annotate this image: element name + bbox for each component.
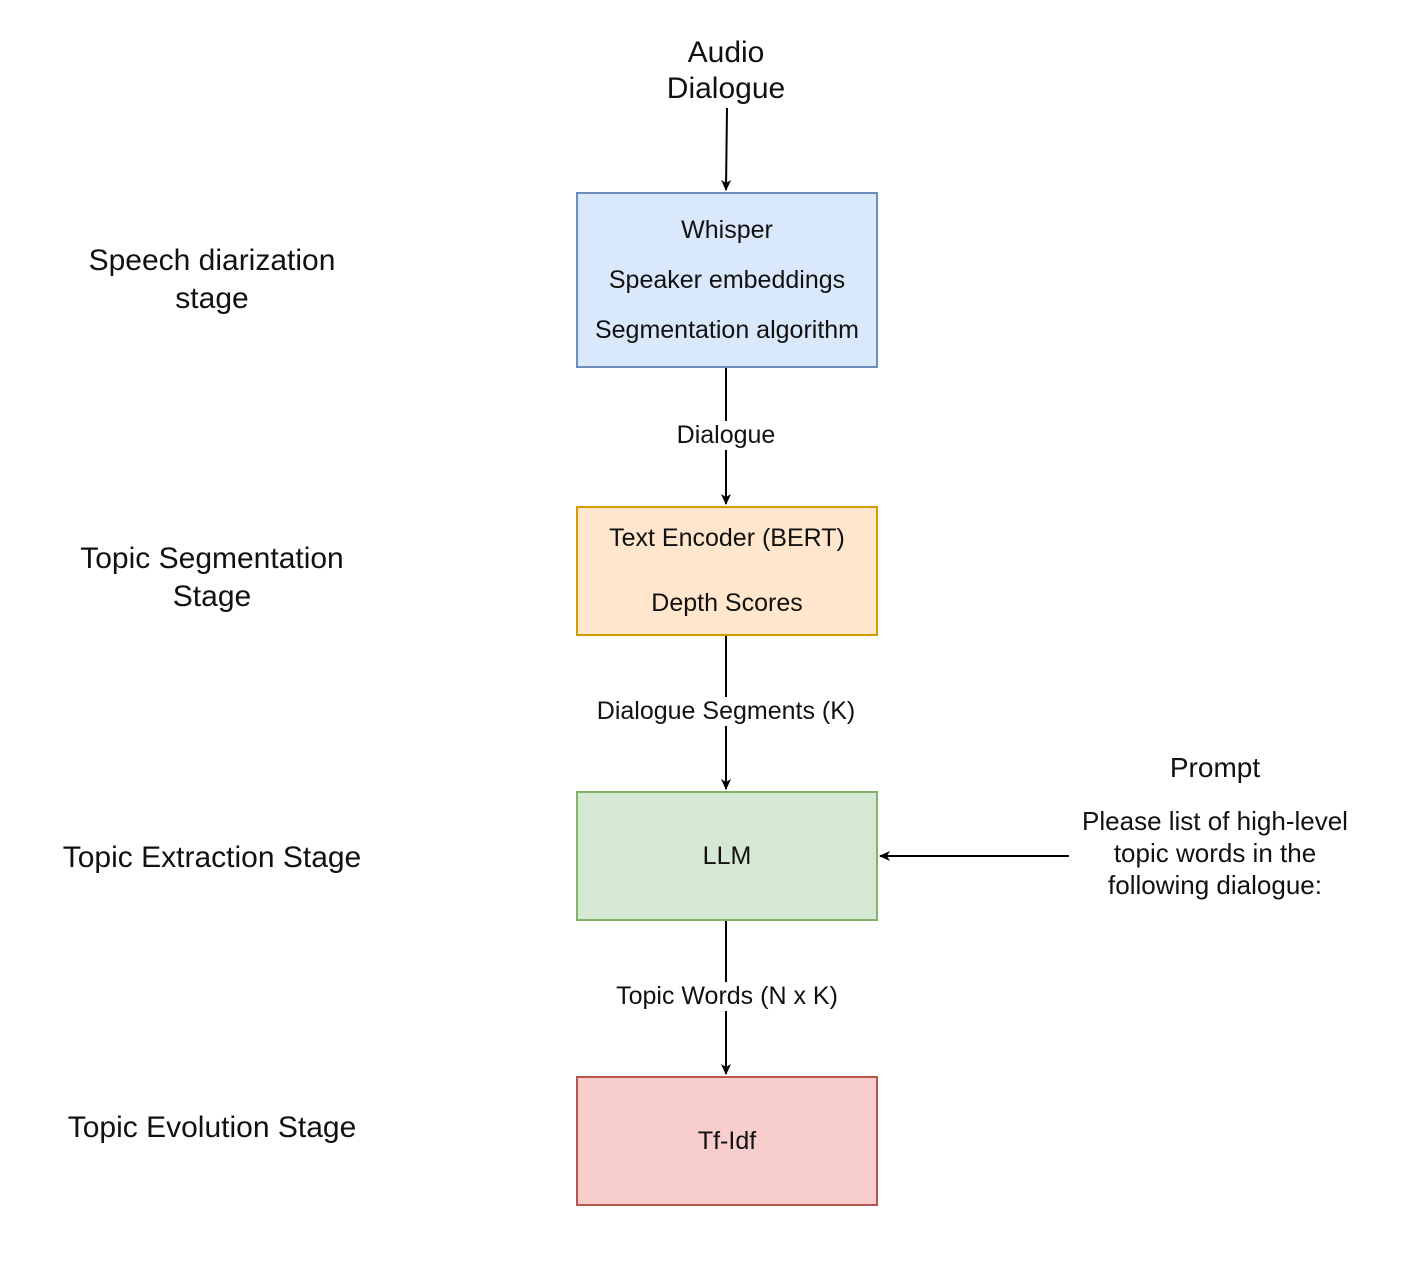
prompt-line3: following dialogue: (1108, 870, 1322, 900)
whisper-label: Whisper (681, 215, 773, 244)
stage-label-diarization-line1: Speech diarization (88, 244, 336, 277)
stage-label-segmentation: Topic Segmentation Stage (12, 540, 412, 616)
llm-label: LLM (702, 841, 752, 870)
arrow-input-to-whisper (721, 107, 732, 191)
stage-label-evolution: Topic Evolution Stage (67, 1111, 357, 1144)
tfidf-box: Tf-Idf (576, 1076, 878, 1206)
prompt-block: Prompt Please list of high-level topic w… (1040, 750, 1390, 901)
segmentation-box: Text Encoder (BERT) Depth Scores (576, 506, 878, 636)
prompt-line2: topic words in the (1113, 838, 1317, 868)
stage-label-extraction: Topic Extraction Stage (62, 841, 362, 874)
diarization-box: Whisper Speaker embeddings Segmentation … (576, 192, 878, 368)
edge-label-dialogue: Dialogue (674, 421, 778, 450)
stage-label-segmentation-line2: Stage (172, 580, 252, 613)
stage-label-segmentation-line1: Topic Segmentation (80, 542, 344, 575)
stage-label-diarization-line2: stage (175, 282, 249, 315)
stage-label-diarization: Speech diarization stage (12, 242, 412, 318)
text-encoder-label: Text Encoder (BERT) (609, 524, 845, 552)
input-label-line2: Dialogue (666, 72, 786, 105)
edge-label-topic-words: Topic Words (N x K) (614, 982, 840, 1011)
edge-label-dialogue-segments: Dialogue Segments (K) (594, 697, 858, 726)
input-label: Audio Dialogue (626, 35, 826, 107)
tfidf-label: Tf-Idf (697, 1126, 757, 1155)
speaker-embeddings-label: Speaker embeddings (608, 265, 846, 294)
prompt-title: Prompt (1169, 752, 1261, 783)
llm-box: LLM (576, 791, 878, 921)
segmentation-algorithm-label: Segmentation algorithm (594, 315, 860, 344)
depth-scores-label: Depth Scores (651, 589, 803, 617)
prompt-line1: Please list of high-level (1082, 806, 1348, 836)
input-label-line1: Audio (687, 36, 765, 69)
